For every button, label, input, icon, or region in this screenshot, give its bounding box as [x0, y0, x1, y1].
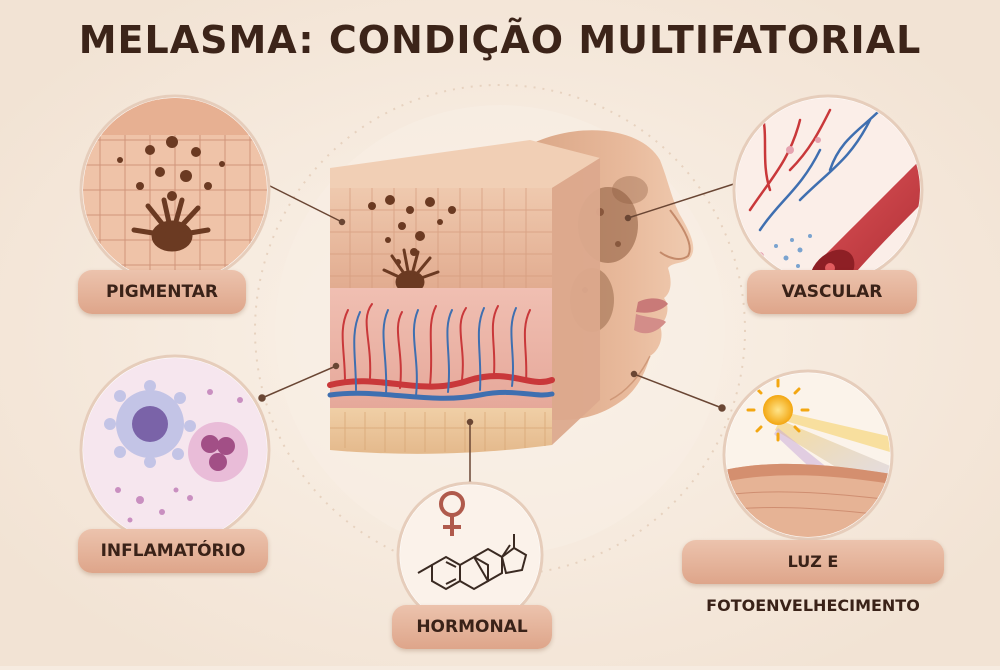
- page-title: MELASMA: CONDIÇÃO MULTIFATORIAL: [78, 18, 922, 62]
- circle-pigmentar: [79, 94, 271, 286]
- sun-icon: [746, 378, 810, 442]
- label-luz-fotoenvelhecimento: LUZ E FOTOENVELHECIMENTO: [682, 540, 944, 615]
- steroid-molecule-icon: [417, 534, 528, 591]
- halo-ring: [254, 84, 746, 576]
- circle-inflamatorio: [79, 354, 271, 546]
- female-symbol-icon: [439, 491, 465, 536]
- circle-hormonal: [396, 481, 544, 629]
- label-inflamatorio: INFLAMATÓRIO: [78, 529, 268, 573]
- label-hormonal: HORMONAL: [392, 605, 552, 649]
- circle-luz: [722, 369, 894, 541]
- skin-cross-section: [327, 140, 600, 454]
- label-pigmentar: PIGMENTAR: [78, 270, 246, 314]
- label-vascular: VASCULAR: [747, 270, 917, 314]
